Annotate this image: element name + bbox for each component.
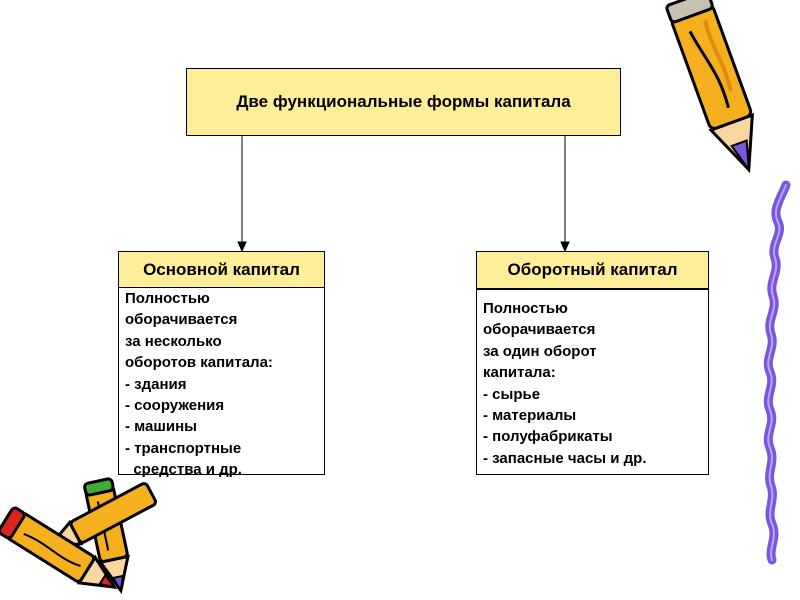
list-item: - сырье <box>483 385 541 403</box>
description-line: за один оборот <box>483 342 597 360</box>
description-line: оборачивается <box>483 321 596 339</box>
list-item: - здания <box>125 375 187 393</box>
list-item: - машины <box>125 418 197 436</box>
arrow-right-head <box>560 241 570 253</box>
description-line: Полностью <box>125 290 210 307</box>
fixed-capital-heading-box: Основной капитал <box>118 251 325 289</box>
fixed-capital-description: Полностью оборачивается за несколько обо… <box>118 287 325 478</box>
arrow-left-head <box>237 241 247 253</box>
working-capital-heading: Оборотный капитал <box>507 260 678 279</box>
working-capital-heading-box: Оборотный капитал <box>476 251 709 289</box>
list-item: - запасные часы и др. <box>483 449 647 467</box>
description-line: за несколько <box>125 332 222 350</box>
description-line: оборотов капитала: <box>125 354 273 372</box>
diagram-title: Две функциональные формы капитала <box>236 92 571 111</box>
diagram-title-box: Две функциональные формы капитала <box>186 68 621 136</box>
description-line: капитала: <box>483 364 556 382</box>
working-capital-description: Полностью оборачивается за один оборот к… <box>476 289 709 475</box>
list-item: средства и др. <box>125 461 242 479</box>
description-line: Полностью <box>483 300 568 317</box>
description-line: оборачивается <box>125 311 238 329</box>
list-item: - материалы <box>483 407 577 425</box>
list-item: - сооружения <box>125 397 225 415</box>
fixed-capital-heading: Основной капитал <box>143 260 300 279</box>
list-item: - полуфабрикаты <box>483 428 613 446</box>
list-item: - транспортные <box>125 439 242 457</box>
